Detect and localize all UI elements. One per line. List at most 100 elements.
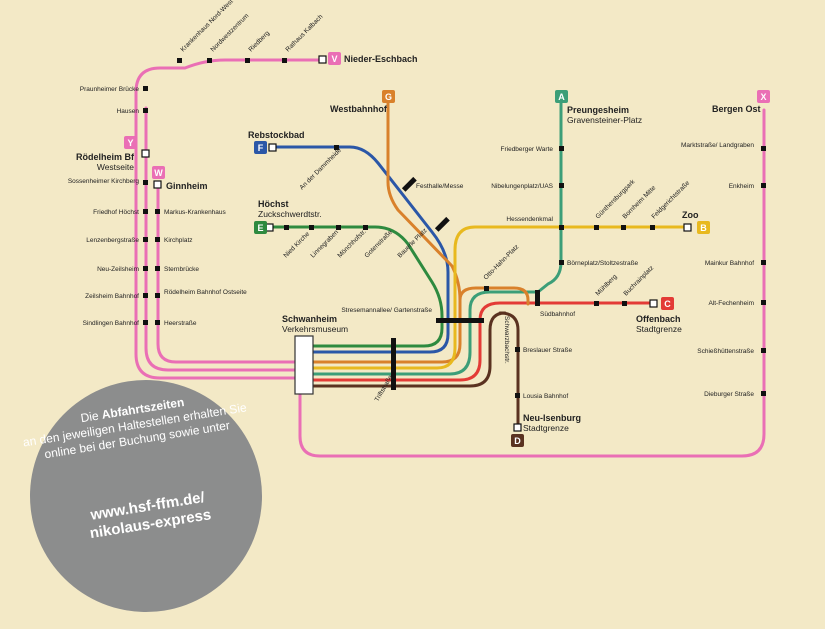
line-d [298, 311, 520, 428]
stop-label: Schwarzbachstr. [503, 316, 510, 364]
svg-text:E: E [257, 223, 263, 233]
terminus-b-name: Zoo [682, 210, 699, 220]
line-b [298, 225, 691, 370]
stop-label: Krankenhaus Nord-West [179, 0, 234, 53]
stop-y2 [143, 108, 148, 113]
stop-b3 [650, 225, 655, 230]
badge-d: D [511, 434, 524, 447]
badge-a: A [555, 90, 568, 103]
badge-x: X [757, 90, 770, 103]
stop-label: Praunheimer Brücke [80, 86, 140, 93]
badge-v: V [328, 52, 341, 65]
line-g-south [458, 286, 530, 306]
terminus-a-name: Preungesheim [567, 105, 629, 115]
terminus-w-name: Ginnheim [166, 181, 208, 191]
hub-sub: Verkehrsmuseum [282, 324, 348, 334]
stop-x3 [761, 260, 766, 265]
term-v [318, 55, 327, 64]
stop-label: Sossenheimer Kirchberg [68, 178, 140, 185]
stop-label: Lenzenbergstraße [86, 237, 139, 244]
term-d [513, 423, 522, 432]
svg-text:Y: Y [127, 138, 133, 148]
terminus-d-name: Neu-Isenburg [523, 413, 581, 423]
line-a [298, 101, 563, 376]
terminus-e-sub: Zuckschwerdtstr. [258, 209, 322, 219]
stop-w1 [155, 209, 160, 214]
term-b [683, 223, 692, 232]
stop-label: Kirchplatz [164, 237, 193, 244]
stop-label: Sternbrücke [164, 266, 199, 273]
svg-text:D: D [514, 436, 521, 446]
badge-w: W [152, 166, 165, 179]
svg-text:W: W [154, 168, 163, 178]
terminus-v-name: Nieder-Eschbach [344, 54, 418, 64]
stop-e1 [284, 225, 289, 230]
terminus-g-name: Westbahnhof [330, 104, 388, 114]
terminus-c-sub: Stadtgrenze [636, 324, 682, 334]
bar-stresemann [436, 318, 484, 323]
stop-e3 [336, 225, 341, 230]
stop-label: Buchrainplatz [622, 265, 655, 298]
hub-name: Schwanheim [282, 314, 337, 324]
info-url[interactable]: www.hsf-ffm.de/ nikolaus-express [88, 488, 213, 543]
stop-label: Gotenstraße [363, 229, 394, 260]
terminus-y-name: Rödelheim Bf [76, 152, 135, 162]
stop-v4 [282, 58, 287, 63]
svg-text:A: A [558, 92, 565, 102]
term-w [153, 180, 162, 189]
line-y [144, 106, 302, 372]
stop-b1 [594, 225, 599, 230]
bar-festhalle [401, 176, 417, 192]
stop-a4 [559, 260, 564, 265]
badge-e: E [254, 221, 267, 234]
hub-box [294, 335, 314, 395]
stop-w2 [155, 237, 160, 242]
stops [143, 58, 766, 398]
stop-label: An der Dammheide [298, 147, 343, 192]
stop-label: Lousia Bahnhof [523, 393, 568, 400]
stop-label: Dieburger Straße [704, 391, 754, 398]
stop-c2 [622, 301, 627, 306]
route-map: Schwanheim Verkehrsmuseum [68, 0, 770, 458]
stop-label: Sindlingen Bahnhof [83, 320, 140, 327]
stop-label: Schießhüttenstraße [697, 348, 754, 355]
terminus-e-name: Höchst [258, 199, 289, 209]
stop-w4 [155, 293, 160, 298]
stop-v2 [207, 58, 212, 63]
terminus-x-name: Bergen Ost [712, 104, 761, 114]
stop-d2 [515, 393, 520, 398]
stop-label: Mainkur Bahnhof [705, 260, 754, 267]
stop-label: Markus-Krankenhaus [164, 209, 227, 216]
stop-label: Breslauer Straße [523, 347, 573, 354]
terminus-markers [141, 55, 692, 432]
stop-w5 [155, 320, 160, 325]
stop-e2 [309, 225, 314, 230]
stop-x2 [761, 183, 766, 188]
line-f [274, 145, 450, 354]
line-w [156, 183, 302, 364]
svg-text:B: B [700, 223, 707, 233]
terminus-c-name: Offenbach [636, 314, 681, 324]
stop-label: Stresemannallee/ Gartenstraße [341, 307, 432, 314]
stop-x1 [761, 146, 766, 151]
stop-v3 [245, 58, 250, 63]
stop-label: Hausen [117, 108, 140, 115]
svg-text:C: C [664, 299, 671, 309]
badge-b: B [697, 221, 710, 234]
stop-label: Marktstraße/ Landgraben [681, 142, 754, 149]
line-pink-outer [134, 58, 327, 380]
stop-c1 [594, 301, 599, 306]
stop-b2 [621, 225, 626, 230]
stop-g1 [484, 286, 489, 291]
term-y [141, 149, 150, 158]
stop-label: Friedberger Warte [501, 146, 554, 153]
stop-label: Rödelheim Bahnhof Ostseite [164, 289, 247, 296]
term-f [268, 143, 277, 152]
stop-y8 [143, 320, 148, 325]
line-x [298, 108, 766, 458]
stop-label: Otto-Hahn-Platz [482, 244, 520, 282]
stop-a3 [559, 225, 564, 230]
terminus-a-sub: Gravensteiner-Platz [567, 115, 642, 125]
stop-v1 [177, 58, 182, 63]
bar-triftstrasse [391, 338, 396, 390]
